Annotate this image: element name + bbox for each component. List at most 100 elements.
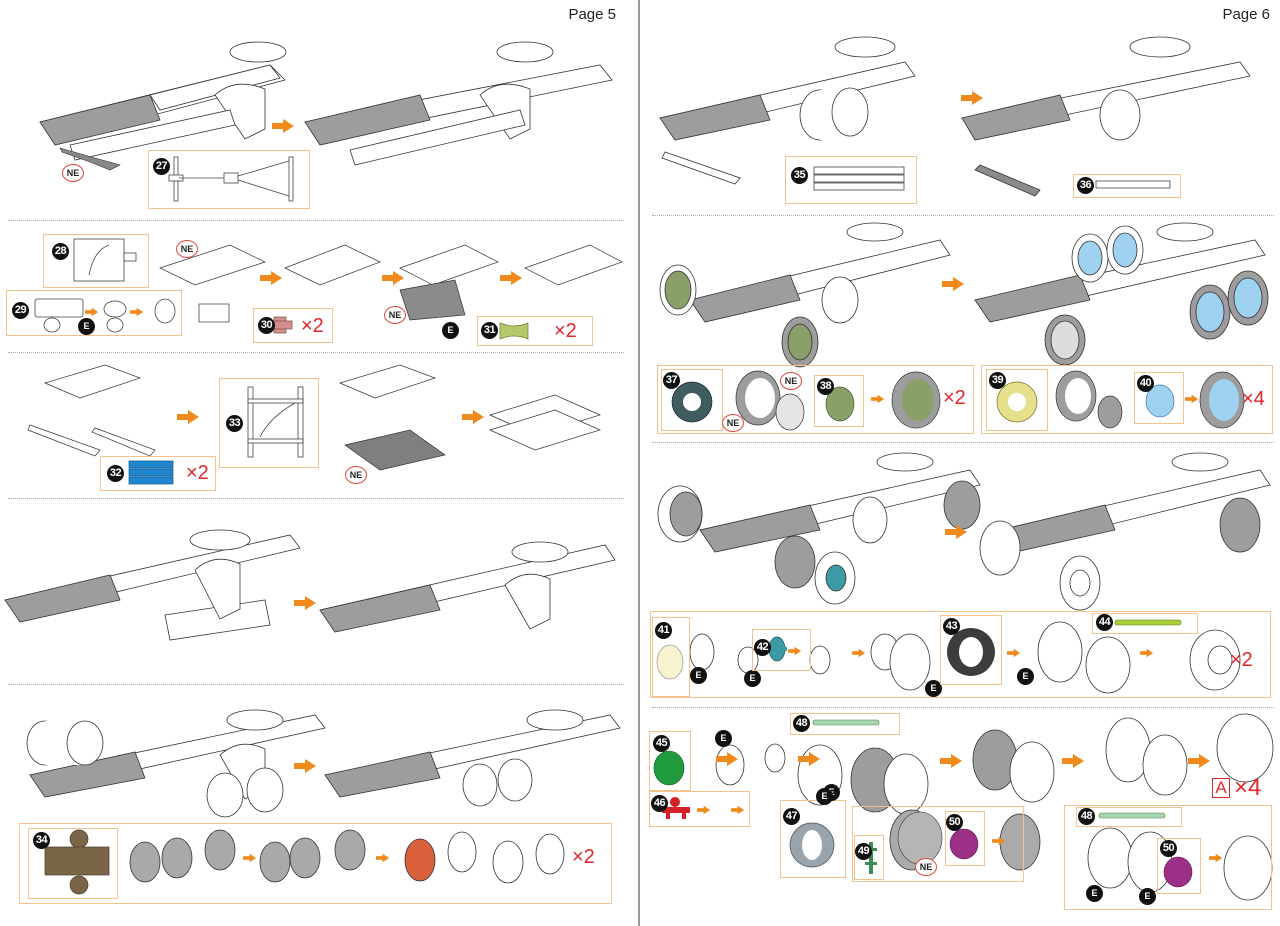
part-43-drawing [947, 628, 995, 676]
quantity-label: ×2 [572, 846, 595, 868]
chassis-row-1 [659, 36, 1251, 197]
callout-step-34 [19, 823, 612, 904]
part-48-drawing [812, 719, 880, 726]
next-arrow [1209, 853, 1223, 863]
callout-step-39-part [986, 369, 1048, 431]
callout-step-29 [6, 290, 182, 336]
chassis-step-row-4 [4, 529, 616, 641]
part-38-drawing [825, 386, 855, 422]
callout-step-37-part [661, 369, 723, 431]
next-arrow [731, 805, 745, 815]
wheel-sequence-row-4 [715, 713, 1274, 901]
next-arrow [1185, 394, 1199, 404]
callout-step-43-part [940, 615, 1002, 685]
step-badge-29: 29 [12, 302, 29, 319]
ne-marker: NE [915, 858, 937, 876]
callout-step-28 [43, 234, 149, 288]
part-39-drawing [996, 381, 1038, 423]
next-arrow [697, 805, 711, 815]
chassis-row-3 [657, 452, 1271, 611]
next-arrow [940, 754, 962, 768]
ring-assembly-39 [1055, 370, 1123, 429]
page-6-illustrations [657, 36, 1274, 901]
step-badge-27: 27 [153, 158, 170, 175]
part-46-drawing [662, 797, 692, 819]
part-47-drawing [789, 822, 835, 868]
callout-step-31 [477, 316, 593, 346]
page-5: Page 5 [4, 6, 624, 904]
page-number: Page 6 [1222, 6, 1270, 23]
next-arrow [992, 836, 1006, 846]
ne-marker: NE [176, 240, 198, 258]
step-badge-40: 40 [1137, 375, 1154, 392]
part-50-drawing [949, 828, 979, 860]
part-35-drawing [813, 166, 905, 191]
page-spine [638, 0, 640, 926]
next-arrow [294, 596, 316, 610]
next-arrow [798, 752, 820, 766]
e-marker: E [78, 318, 95, 335]
callout-step-36 [1073, 174, 1181, 198]
part-33-drawing [247, 386, 304, 458]
e-marker: E [1086, 885, 1103, 902]
e-marker: E [690, 667, 707, 684]
next-arrow [1140, 648, 1154, 658]
next-arrow [130, 307, 144, 317]
callout-step-50b-part [1157, 838, 1201, 894]
callout-step-47-part [780, 800, 846, 878]
part-36-drawing [1095, 180, 1171, 189]
part-32-drawing [128, 460, 174, 485]
callout-step-32 [100, 456, 216, 491]
next-arrow [852, 648, 866, 658]
part-45-drawing [653, 750, 685, 786]
callout-steps-48-50-b [1064, 805, 1272, 910]
next-arrow [961, 91, 983, 105]
quantity-label: ×4 [1242, 388, 1265, 410]
step-badge-35: 35 [791, 167, 808, 184]
callout-step-30 [253, 308, 333, 343]
part-31-drawing [499, 322, 529, 340]
ne-marker: NE [384, 306, 406, 324]
next-arrow [272, 119, 294, 133]
next-arrow [945, 525, 967, 539]
part-50b-drawing [1163, 856, 1193, 888]
step-badge-39: 39 [989, 372, 1006, 389]
page-5-illustrations [4, 41, 623, 884]
next-arrow [1188, 754, 1210, 768]
crossmember-part [59, 147, 121, 171]
next-arrow [177, 410, 199, 424]
step-badge-50b: 50 [1160, 840, 1177, 857]
wheel-result-40 [1199, 371, 1245, 429]
part-40-drawing [1145, 384, 1175, 418]
frame-step-32 [27, 364, 601, 471]
step-badge-48: 48 [793, 715, 810, 732]
e-marker: E [1017, 668, 1034, 685]
callout-step-41-part [652, 617, 690, 697]
step-badge-46: 46 [651, 795, 668, 812]
step-badge-48b: 48 [1078, 808, 1095, 825]
callout-step-40-part [1134, 372, 1184, 424]
ring-assembly-37 [735, 370, 805, 431]
part-28-drawing [73, 238, 137, 282]
chassis-before-step-27 [39, 41, 287, 161]
section-divider [8, 684, 624, 685]
part-48b-drawing [1098, 812, 1166, 819]
step-badge-44: 44 [1096, 614, 1113, 631]
callout-step-33 [219, 378, 319, 468]
callout-step-50-part [945, 811, 985, 866]
next-arrow [243, 853, 257, 863]
next-arrow [462, 410, 484, 424]
quantity-label: ×2 [186, 462, 209, 484]
ne-marker: NE [780, 372, 802, 390]
quantity-label: ×2 [1230, 649, 1253, 671]
step-badge-37: 37 [663, 372, 680, 389]
next-arrow [788, 646, 802, 656]
step-badge-42: 42 [754, 639, 771, 656]
quantity-label: ×4 [1234, 774, 1262, 801]
quantity-label: ×2 [554, 320, 577, 342]
chassis-row-2 [659, 222, 1269, 368]
e-marker: E [925, 680, 942, 697]
step-badge-30: 30 [258, 317, 275, 334]
page-number: Page 5 [568, 6, 616, 23]
e-marker: E [715, 730, 732, 747]
